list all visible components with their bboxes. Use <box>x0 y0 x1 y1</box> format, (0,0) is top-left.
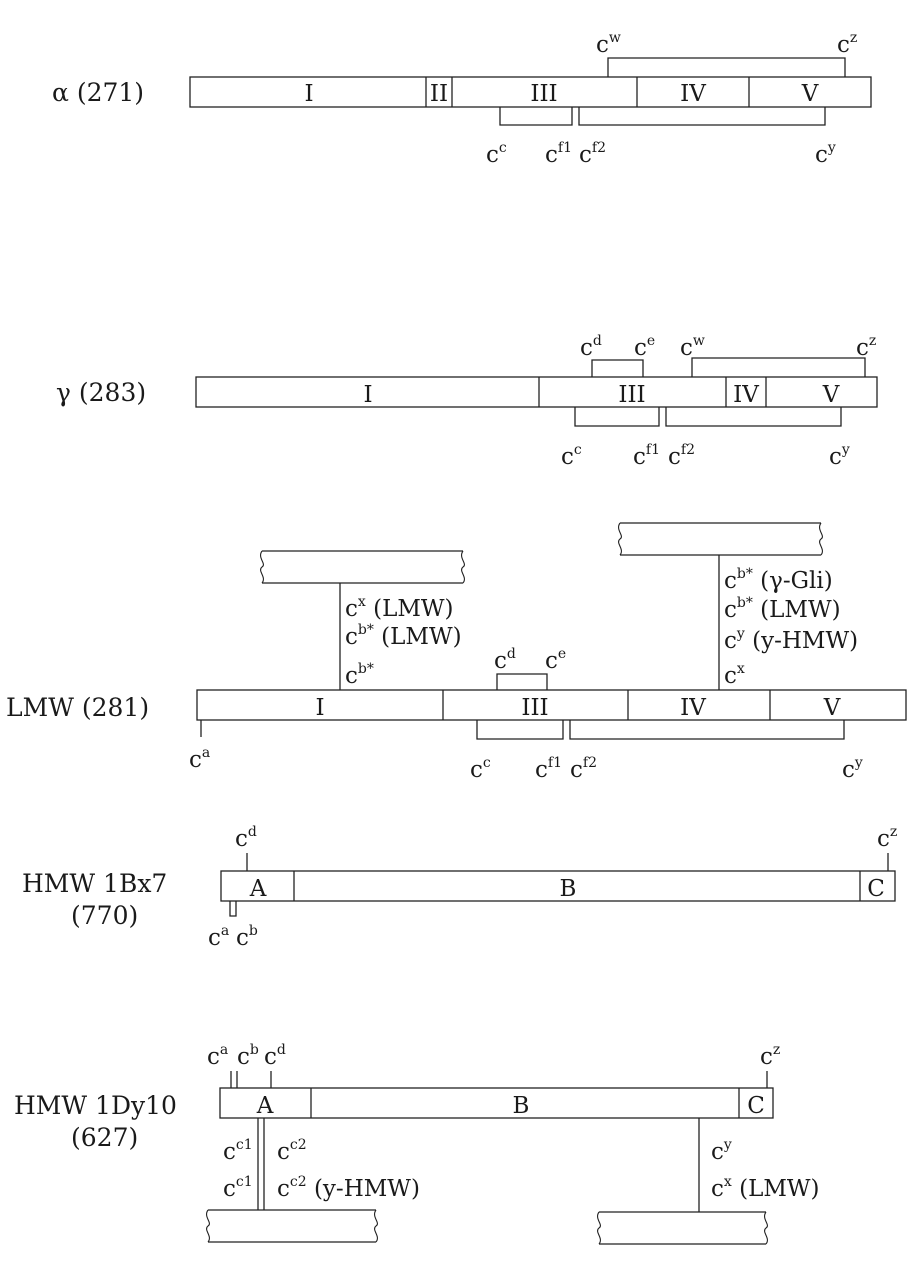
hmw-1dy10-left-partner-2a: cc1 <box>223 1174 253 1202</box>
hmw-1dy10-cys-z: cz <box>760 1042 780 1070</box>
alpha-disulfide-w-z <box>607 57 846 77</box>
lmw-left-partner-1: cx (LMW) <box>345 594 454 622</box>
gamma-domain-V: V <box>822 382 840 408</box>
gamma-disulfide-c-f1 <box>574 407 660 427</box>
gamma-domain-I: I <box>363 382 372 408</box>
lmw-left-partner-3: cb* <box>345 661 374 689</box>
lmw-protein-label: LMW (281) <box>6 693 149 722</box>
lmw-cys-e: ce <box>545 646 566 674</box>
gamma-disulfide-d-e <box>591 359 644 377</box>
hmw-1dy10-right-partner-1: cy <box>711 1137 732 1165</box>
lmw-right-partner-3: cy (y-HMW) <box>724 626 858 654</box>
hmw-1bx7-label-line1: HMW 1Bx7 <box>22 869 167 898</box>
hmw-1bx7-domain-B: B <box>560 876 577 902</box>
lmw-cys-d: cd <box>494 646 516 674</box>
gamma-disulfide-w-z <box>691 357 866 377</box>
gamma-domain-IV: IV <box>733 382 759 408</box>
hmw-1bx7-label-line2: (770) <box>71 901 138 930</box>
gamma-cys-f2: cf2 <box>668 442 695 470</box>
lmw-domain-III: III <box>521 695 548 721</box>
lmw-left-partner-chain <box>260 550 465 584</box>
hmw-1dy10-domain-B: B <box>513 1093 530 1119</box>
hmw-1dy10-right-partner-chain <box>597 1211 768 1245</box>
lmw-right-partner-1: cb* (γ-Gli) <box>724 566 833 594</box>
hmw-1dy10-cys-d: cd <box>264 1042 286 1070</box>
gamma-cys-z: cz <box>856 333 876 361</box>
lmw-cys-y: cy <box>842 755 863 783</box>
hmw-1dy10-left-partner-2b: cc2 (y-HMW) <box>277 1174 420 1202</box>
hmw-1dy10-domain-A: A <box>256 1093 274 1119</box>
hmw-1dy10-sequence-bar <box>219 1087 774 1119</box>
lmw-disulfide-c-f1 <box>476 720 564 740</box>
lmw-domain-IV: IV <box>680 695 706 721</box>
lmw-cys-c: cc <box>470 755 491 783</box>
gamma-cys-d: cd <box>580 333 602 361</box>
gamma-gliadin-map: γ (283) I III IV V cd ce cw cz cc cf1 cf… <box>56 333 878 470</box>
hmw-1dy10-cys-b: cb <box>237 1042 259 1070</box>
hmw-1bx7-map: HMW 1Bx7 (770) A B C cd cz ca cb <box>22 824 897 951</box>
hmw-1bx7-cys-d: cd <box>235 824 257 852</box>
lmw-left-partner-2: cb* (LMW) <box>345 622 462 650</box>
hmw-1bx7-cys-b: cb <box>236 923 258 951</box>
gamma-sequence-bar <box>195 376 878 408</box>
hmw-1dy10-label-line2: (627) <box>71 1123 138 1152</box>
alpha-domain-II: II <box>430 81 448 107</box>
lmw-right-partner-2: cb* (LMW) <box>724 595 841 623</box>
lmw-right-partner-chain <box>618 522 823 556</box>
lmw-cys-f1: cf1 <box>535 755 562 783</box>
alpha-disulfide-c-f1 <box>499 107 573 126</box>
hmw-1bx7-cys-a: ca <box>208 923 229 951</box>
alpha-disulfide-f2-y <box>578 107 826 126</box>
gamma-cys-c: cc <box>561 442 582 470</box>
hmw-1bx7-domain-C: C <box>867 876 885 902</box>
gamma-cys-e: ce <box>634 333 655 361</box>
hmw-1dy10-left-partner-1b: cc2 <box>277 1137 307 1165</box>
lmw-disulfide-d-e <box>496 673 548 690</box>
alpha-cys-y: cy <box>815 140 836 168</box>
lmw-sequence-bar <box>196 689 907 721</box>
alpha-domain-I: I <box>304 81 313 107</box>
lmw-cys-a: ca <box>189 745 210 773</box>
lmw-cys-f2: cf2 <box>570 755 597 783</box>
hmw-1dy10-left-partner-1a: cc1 <box>223 1137 253 1165</box>
alpha-cys-f2: cf2 <box>579 140 606 168</box>
hmw-1dy10-left-partner-chain <box>206 1209 378 1243</box>
hmw-1bx7-cys-z: cz <box>877 824 897 852</box>
hmw-1bx7-disulfide-a-b <box>229 901 237 917</box>
alpha-domain-IV: IV <box>680 81 706 107</box>
gamma-domain-III: III <box>618 382 645 408</box>
alpha-domain-V: V <box>801 81 819 107</box>
gamma-cys-w: cw <box>680 333 705 361</box>
hmw-1dy10-cys-a: ca <box>207 1042 228 1070</box>
gamma-cys-y: cy <box>829 442 850 470</box>
gamma-cys-f1: cf1 <box>633 442 660 470</box>
hmw-1dy10-right-partner-2: cx (LMW) <box>711 1174 820 1202</box>
hmw-1dy10-domain-C: C <box>747 1093 765 1119</box>
gamma-disulfide-f2-y <box>665 407 842 427</box>
hmw-1dy10-map: HMW 1Dy10 (627) A B C ca cb cd cz <box>14 1042 820 1245</box>
lmw-glutenin-map: cx (LMW) cb* (LMW) cb* cb* (γ-Gli) cb* (… <box>6 522 907 783</box>
lmw-right-partner-4: cx <box>724 661 745 689</box>
alpha-gliadin-map: α (271) I II III IV V cw cz cc cf1 cf2 c… <box>52 30 872 168</box>
alpha-cys-f1: cf1 <box>545 140 572 168</box>
lmw-domain-V: V <box>823 695 841 721</box>
lmw-disulfide-f2-y <box>569 720 845 740</box>
alpha-domain-III: III <box>530 81 557 107</box>
alpha-cys-c: cc <box>486 140 507 168</box>
hmw-1bx7-domain-A: A <box>249 876 267 902</box>
alpha-cys-w: cw <box>596 30 621 58</box>
lmw-domain-I: I <box>315 695 324 721</box>
hmw-1dy10-label-line1: HMW 1Dy10 <box>14 1091 177 1120</box>
gamma-protein-label: γ (283) <box>56 378 146 407</box>
alpha-sequence-bar <box>189 76 872 108</box>
hmw-1bx7-sequence-bar <box>220 870 896 902</box>
alpha-cys-z: cz <box>837 30 857 58</box>
alpha-protein-label: α (271) <box>52 78 144 107</box>
